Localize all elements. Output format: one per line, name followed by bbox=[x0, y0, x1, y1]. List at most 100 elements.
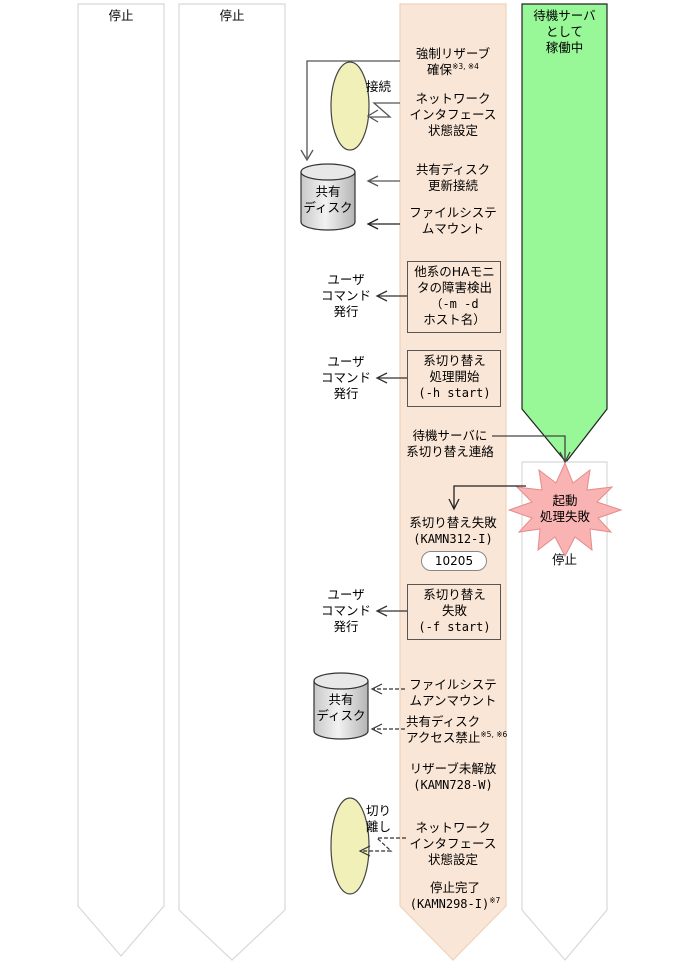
user-command-line2: コマンド bbox=[320, 288, 371, 303]
reserve-to-disk-line bbox=[306, 60, 400, 158]
step-switch-fail: 系切り替え失敗 (KAMN312-I) bbox=[400, 515, 506, 547]
notify-line2: 系切り替え連絡 bbox=[406, 444, 494, 459]
connect-label: 接続 bbox=[366, 79, 392, 94]
notify-standby-line bbox=[492, 435, 566, 462]
note-ref: ※7 bbox=[489, 896, 501, 905]
user-command-2: ユーザ コマンド 発行 bbox=[318, 354, 374, 402]
notify-line1: 待機サーバに bbox=[412, 428, 488, 443]
switch-fail-cmd-line3: (-f start) bbox=[418, 620, 491, 634]
nic-connect-line bbox=[370, 102, 400, 118]
disk-update-line1: 共有ディスク bbox=[415, 162, 491, 177]
step-stop-complete: 停止完了 (KAMN298-I)※7 bbox=[400, 880, 510, 912]
user-command-line1: ユーザ bbox=[327, 587, 365, 602]
step-switch-fail-cmd-box bbox=[407, 584, 501, 640]
fs-unmount-line2: ムアンマウント bbox=[409, 693, 497, 708]
step-disk-update: 共有ディスク 更新接続 bbox=[400, 162, 506, 194]
column-2-arrow bbox=[178, 3, 286, 961]
nic-disconnect-line3: 状態設定 bbox=[427, 852, 478, 867]
stop-complete-line1: 停止完了 bbox=[429, 880, 480, 895]
reserve-unreleased-line2: (KAMN728-W) bbox=[413, 778, 493, 792]
ha-fault-line3: （-m -d bbox=[430, 297, 479, 311]
note-ref: ※3, ※4 bbox=[452, 62, 479, 71]
step-force-reserve: 強制リザーブ 確保※3, ※4 bbox=[400, 46, 506, 78]
startup-failure-line2: 処理失敗 bbox=[539, 509, 590, 524]
column-1-arrow bbox=[77, 3, 165, 957]
user-command-line3: 発行 bbox=[333, 304, 359, 319]
startup-failure-line1: 起動 bbox=[552, 493, 578, 508]
shared-disk-label-top: 共有 ディスク bbox=[301, 184, 355, 216]
standby-line-2: として bbox=[545, 24, 584, 39]
column-4-standby-arrow bbox=[521, 3, 608, 463]
disk-line2: ディスク bbox=[316, 708, 366, 723]
switch-fail-cmd-line2: 失敗 bbox=[441, 603, 467, 618]
step-switch-fail-cmd: 系切り替え 失敗 (-f start) bbox=[407, 587, 502, 635]
column-3-arrow bbox=[399, 3, 507, 961]
shared-disk-label-bottom: 共有 ディスク bbox=[314, 692, 368, 724]
reserve-unreleased-line1: リザーブ未解放 bbox=[409, 761, 497, 776]
disk-deny-line2: アクセス禁止 bbox=[406, 730, 481, 745]
step-notify-standby: 待機サーバに 系切り替え連絡 bbox=[400, 428, 500, 460]
startup-failure-burst bbox=[507, 461, 623, 558]
nic-disconnect-line2: インタフェース bbox=[409, 836, 497, 851]
step-reserve-unreleased: リザーブ未解放 (KAMN728-W) bbox=[400, 761, 506, 793]
step-switch-start-box bbox=[407, 350, 501, 407]
network-interface-ellipse-top bbox=[330, 61, 370, 151]
user-command-line2: コマンド bbox=[320, 603, 371, 618]
fs-mount-line1: ファイルシステ bbox=[409, 205, 497, 220]
step-nic-connect: ネットワーク インタフェース 状態設定 bbox=[400, 91, 506, 139]
ha-fault-line2: タの障害検出 bbox=[416, 280, 492, 295]
step-fs-unmount: ファイルシステ ムアンマウント bbox=[400, 677, 506, 709]
switch-start-line3: (-h start) bbox=[418, 386, 491, 400]
fs-unmount-line1: ファイルシステ bbox=[409, 677, 497, 692]
ha-fault-line1: 他系のHAモニ bbox=[414, 264, 495, 279]
step-fs-mount: ファイルシステ ムマウント bbox=[400, 205, 506, 237]
failure-return-line bbox=[453, 485, 526, 508]
step-ha-fault-box bbox=[407, 261, 501, 333]
startup-failure-label: 起動 処理失敗 bbox=[530, 493, 600, 525]
user-command-3: ユーザ コマンド 発行 bbox=[318, 587, 374, 635]
column-4-stopped-arrow bbox=[521, 461, 608, 961]
shared-disk-cylinder-bottom bbox=[313, 672, 369, 740]
disconnect-label: 切り 離し bbox=[366, 803, 391, 835]
fs-mount-line2: ムマウント bbox=[421, 221, 485, 236]
standby-line-1: 待機サーバ bbox=[533, 8, 596, 23]
switch-fail-cmd-line1: 系切り替え bbox=[423, 587, 486, 602]
step-switch-start: 系切り替え 処理開始 (-h start) bbox=[407, 353, 502, 401]
nic-disconnect-line1: ネットワーク bbox=[415, 820, 491, 835]
switch-start-line1: 系切り替え bbox=[423, 353, 486, 368]
switch-fail-line2: (KAMN312-I) bbox=[413, 532, 493, 546]
column-4-stopped-status: 停止 bbox=[551, 552, 577, 567]
force-reserve-line1: 強制リザーブ bbox=[415, 46, 491, 61]
user-command-line3: 発行 bbox=[333, 619, 359, 634]
nic-connect-line1: ネットワーク bbox=[415, 91, 491, 106]
disk-line2: ディスク bbox=[303, 200, 353, 215]
user-command-line3: 発行 bbox=[333, 386, 359, 401]
disconnect-line1: 切り bbox=[366, 803, 392, 818]
ha-fault-line4: ホスト名） bbox=[423, 312, 486, 327]
disk-deny-line1: 共有ディスク bbox=[406, 714, 481, 729]
switch-fail-line1: 系切り替え失敗 bbox=[409, 515, 497, 530]
step-nic-disconnect: ネットワーク インタフェース 状態設定 bbox=[400, 820, 506, 868]
stop-complete-line2: (KAMN298-I) bbox=[409, 897, 490, 911]
shared-disk-cylinder-top bbox=[300, 163, 356, 231]
switch-start-line2: 処理開始 bbox=[429, 369, 480, 384]
user-command-line2: コマンド bbox=[320, 370, 371, 385]
step-ha-fault: 他系のHAモニ タの障害検出 （-m -d ホスト名） bbox=[407, 264, 502, 328]
nic-connect-line2: インタフェース bbox=[409, 107, 497, 122]
column-2-status: 停止 bbox=[219, 8, 245, 23]
step-disk-deny: 共有ディスク アクセス禁止※5, ※6 bbox=[400, 714, 526, 746]
user-command-1: ユーザ コマンド 発行 bbox=[318, 272, 374, 320]
user-command-line1: ユーザ bbox=[327, 354, 365, 369]
force-reserve-line2: 確保 bbox=[427, 62, 453, 77]
note-ref: ※5, ※6 bbox=[480, 730, 508, 739]
column-1-status: 停止 bbox=[108, 8, 134, 23]
disk-line1: 共有 bbox=[315, 184, 341, 199]
error-code-badge: 10205 bbox=[421, 551, 487, 571]
standby-line-3: 稼働中 bbox=[545, 40, 584, 55]
network-interface-ellipse-bottom bbox=[330, 797, 370, 895]
standby-status: 待機サーバ として 稼働中 bbox=[522, 8, 607, 56]
nic-connect-line3: 状態設定 bbox=[427, 123, 478, 138]
user-command-line1: ユーザ bbox=[327, 272, 365, 287]
disk-update-line2: 更新接続 bbox=[427, 178, 478, 193]
